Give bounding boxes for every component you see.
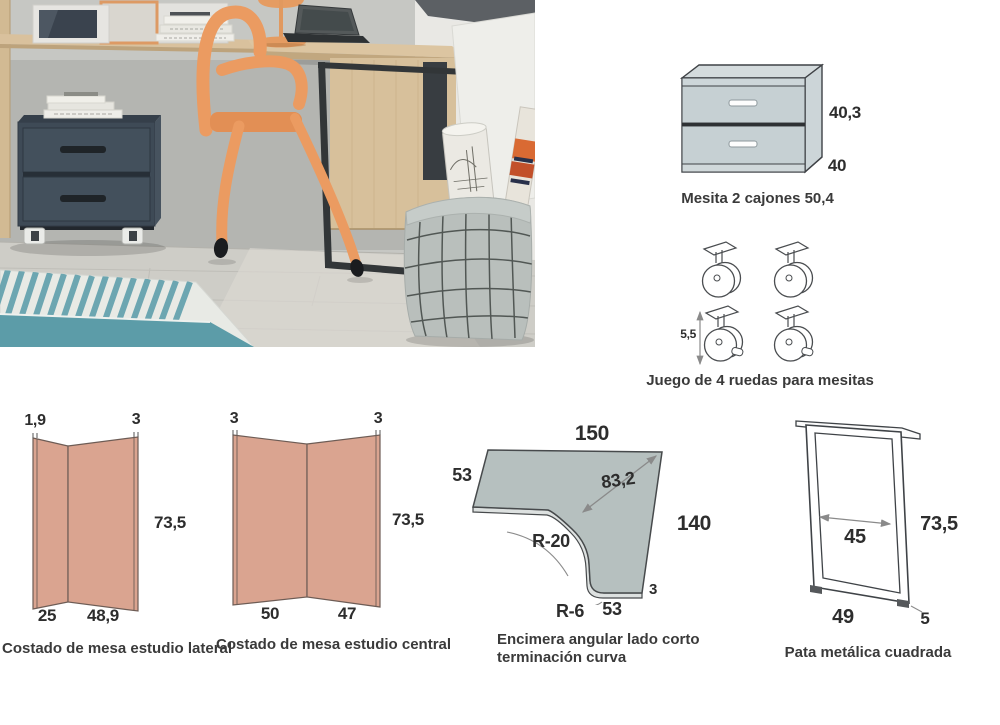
- dim-encimera-top: 150: [574, 422, 610, 445]
- dim-central-width-left: 50: [260, 604, 280, 623]
- nightstand: [10, 92, 166, 256]
- dim-encimera-right: 140: [676, 512, 712, 535]
- side-panel-lateral-drawing: [25, 412, 190, 634]
- room-photo: [0, 0, 535, 347]
- dim-encimera-thickness: 3: [648, 581, 658, 598]
- mesita-drawing: [665, 56, 835, 181]
- room-photo-illustration: [0, 0, 535, 347]
- dim-encimera-left: 53: [452, 465, 472, 485]
- dim-encimera-inner-radius: R-20: [532, 531, 570, 551]
- dim-central-thickness-right: 3: [373, 410, 383, 427]
- books-stack: [155, 12, 235, 42]
- casters-caption: Juego de 4 ruedas para mesitas: [646, 372, 874, 389]
- dim-encimera-corner-radius: R-6: [555, 601, 585, 621]
- countertop-drawing: [455, 440, 710, 605]
- dim-encimera-bottom: 53: [602, 599, 622, 619]
- lateral-caption: Costado de mesa estudio lateral: [2, 640, 233, 657]
- dim-pata-inner-width: 45: [844, 526, 866, 548]
- under-desk-cabinet: [330, 58, 456, 230]
- encimera-caption-line2: terminación curva: [497, 649, 627, 666]
- casters-drawing: [690, 240, 835, 370]
- dim-lateral-height: 73,5: [154, 513, 186, 532]
- mesita-caption: Mesita 2 cajones 50,4: [681, 190, 834, 207]
- office-chair: [196, 5, 373, 283]
- encimera-caption-line1: Encimera angular lado corto: [497, 631, 700, 648]
- side-panel-central-drawing: [225, 408, 425, 630]
- paper-rolls: [441, 106, 535, 214]
- pata-caption: Pata metálica cuadrada: [784, 644, 952, 661]
- dim-lateral-width-right: 48,9: [87, 606, 119, 625]
- dim-pata-outer-width: 49: [832, 606, 854, 628]
- dim-mesita-depth: 40: [827, 156, 847, 175]
- dim-central-height: 73,5: [392, 510, 424, 529]
- central-caption: Costado de mesa estudio central: [216, 636, 452, 653]
- dim-central-thickness-left: 3: [229, 410, 239, 427]
- dim-mesita-height: 40,3: [829, 103, 861, 122]
- storage-basket: [403, 196, 534, 347]
- dim-lateral-width-left: 25: [37, 606, 57, 625]
- dim-lateral-thickness-right: 3: [131, 411, 141, 428]
- dim-pata-height: 73,5: [920, 513, 958, 535]
- dim-central-width-right: 47: [337, 604, 357, 623]
- dim-pata-tube: 5: [920, 609, 930, 628]
- dim-lateral-thickness-left: 1,9: [24, 412, 46, 429]
- rug: [0, 269, 255, 347]
- metal-leg-drawing: [790, 413, 940, 613]
- laptop: [283, 4, 370, 43]
- dim-casters-height: 5,5: [680, 327, 696, 341]
